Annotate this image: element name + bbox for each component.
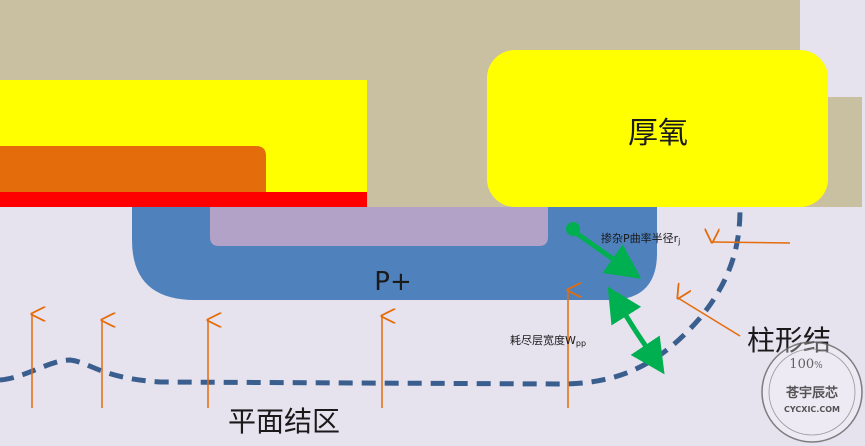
- p-plus-label: P+: [374, 267, 411, 297]
- watermark-line3: CYCXIC.COM: [784, 405, 840, 414]
- p-inner-region: [210, 207, 548, 246]
- cylindrical-junction-label: 柱形结: [747, 324, 831, 357]
- depletion-width-arrow: [607, 286, 642, 332]
- planar-junction-label: 平面结区: [228, 405, 340, 438]
- field-arrow: [712, 242, 791, 244]
- depletion-width-arrow: [630, 328, 665, 375]
- orange-layer: [0, 146, 266, 192]
- watermark-line2: 苍宇辰芯: [785, 385, 838, 401]
- depletion-width-label: 耗尽层宽度Wpp: [510, 333, 586, 348]
- field-arrow: [678, 298, 741, 337]
- watermark-line1: 100%: [789, 357, 823, 372]
- watermark-logo: 100% 苍宇辰芯 CYCXIC.COM: [761, 341, 863, 443]
- curvature-radius-label: 掺杂P曲率半径rj: [601, 231, 680, 246]
- field-arrows: [32, 242, 791, 408]
- thick-oxide-box: [487, 50, 828, 207]
- curvature-radius-arrow: [574, 230, 642, 279]
- junction-boundary: [0, 206, 743, 387]
- thick-oxide-label: 厚氧: [628, 116, 688, 151]
- red-layer: [0, 192, 367, 207]
